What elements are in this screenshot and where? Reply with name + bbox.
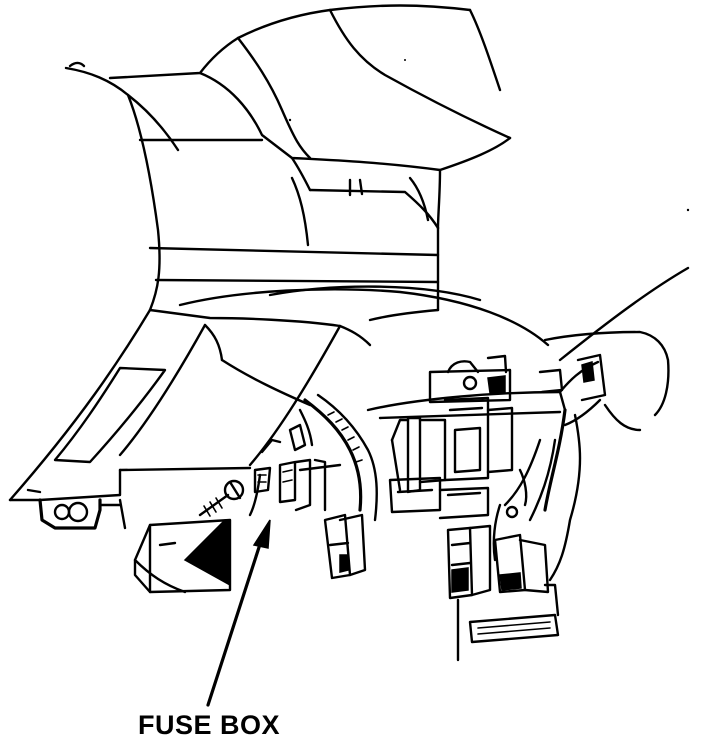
speck-marks <box>288 59 690 212</box>
right-side-outline <box>538 266 690 417</box>
dashboard-outline <box>64 4 550 407</box>
fuse-box-assembly <box>118 423 312 594</box>
wiring-harness <box>298 393 378 580</box>
fuse-box-label: FUSE BOX <box>138 710 281 740</box>
fuse-box-callout-arrow <box>206 519 271 707</box>
relay-cluster <box>366 353 642 662</box>
left-kick-panel <box>8 308 342 530</box>
